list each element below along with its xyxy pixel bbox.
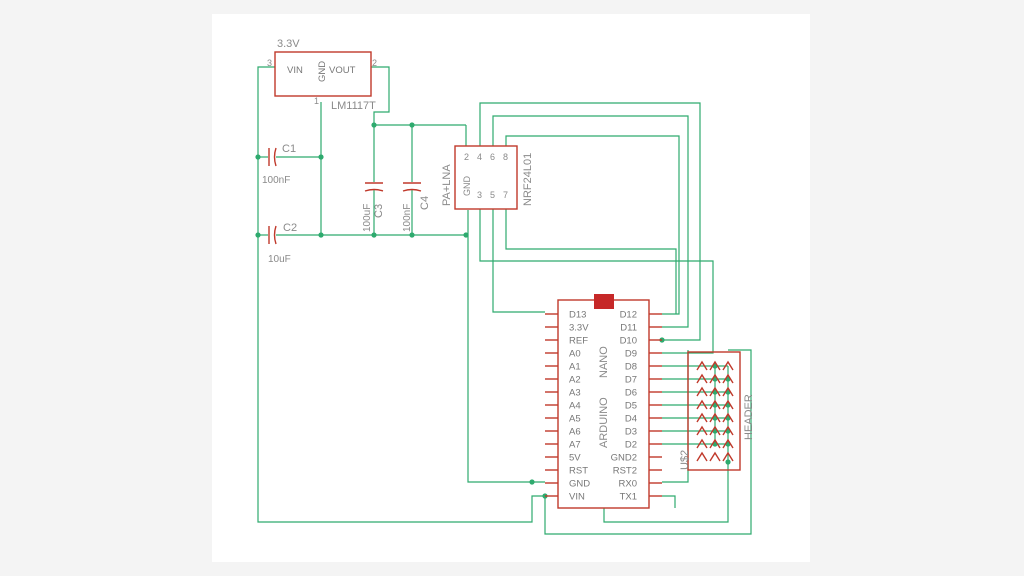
right-pin-label: GND2 (611, 453, 637, 464)
nrf-name: NRF24L01 (522, 153, 534, 206)
header-pin-chevron (709, 360, 721, 371)
header-pin-chevron (709, 386, 721, 397)
right-pin-label: D10 (620, 336, 637, 347)
right-pin-label: D4 (625, 414, 637, 425)
regulator-pin-out: 2 (372, 58, 377, 68)
nrf-pin-2: 2 (464, 152, 469, 162)
left-pin-label: REF (569, 336, 588, 347)
header-pin-chevron (709, 373, 721, 384)
header-pin-chevron (722, 373, 734, 384)
capacitor-c3: C3 100uF (362, 182, 385, 232)
regulator-vout-label: VOUT (329, 65, 356, 76)
left-pin-label: A7 (569, 440, 581, 451)
regulator-gnd-label: GND (317, 61, 328, 82)
net-wires (257, 66, 752, 535)
nrf-pin-3: 3 (477, 190, 482, 200)
header-name: U$2 (679, 450, 691, 470)
header-pin-chevron (696, 373, 708, 384)
right-pin-label: D9 (625, 349, 637, 360)
left-pin-label: GND (569, 479, 590, 490)
arduino-name: ARDUINO (598, 397, 610, 448)
right-pin-label: D8 (625, 362, 637, 373)
left-pin-label: A3 (569, 388, 581, 399)
c4-name: C4 (419, 196, 431, 210)
header-chevrons (696, 360, 734, 462)
arduino-variant: NANO (598, 346, 610, 378)
header-pin-chevron (709, 412, 721, 423)
nrf-pin-8: 8 (503, 152, 508, 162)
nrf-pin-4: 4 (477, 152, 482, 162)
header-pin-chevron (722, 438, 734, 449)
left-pin-label: A0 (569, 349, 581, 360)
right-pin-label: D2 (625, 440, 637, 451)
regulator-pin-gnd: 1 (314, 96, 319, 106)
header-pin-chevron (722, 386, 734, 397)
regulator-value: 3.3V (277, 38, 300, 50)
left-pin-label: VIN (569, 492, 585, 503)
left-pin-label: 3.3V (569, 323, 589, 334)
c4-value: 100nF (402, 204, 413, 232)
regulator-pin-in: 3 (267, 58, 272, 68)
right-pin-label: D12 (620, 310, 637, 321)
c2-value: 10uF (268, 254, 291, 265)
header-pin-chevron (696, 425, 708, 436)
right-pin-label: D3 (625, 427, 637, 438)
left-pin-label: A6 (569, 427, 581, 438)
c1-value: 100nF (262, 175, 290, 186)
header-pin-chevron (696, 360, 708, 371)
right-pin-label: RX0 (619, 479, 637, 490)
capacitor-c4: C4 100nF (402, 182, 431, 232)
header-pin-chevron (696, 386, 708, 397)
c1-name: C1 (282, 143, 296, 155)
header-pin-chevron (696, 399, 708, 410)
c3-name: C3 (373, 204, 385, 218)
right-pin-label: RST2 (613, 466, 637, 477)
right-pin-label: D11 (620, 323, 637, 334)
header-label: HEADER (743, 394, 755, 440)
nrf-pin-5: 5 (490, 190, 495, 200)
right-pin-label: D7 (625, 375, 637, 386)
left-pin-label: D13 (569, 310, 586, 321)
nrf24l01-module: 2 4 6 8 3 5 7 GND PA+LNA NRF24L01 (441, 145, 534, 210)
nrf-pin-6: 6 (490, 152, 495, 162)
header-pin-chevron (722, 399, 734, 410)
header-pin-chevron (709, 438, 721, 449)
pin-header: U$2 HEADER (679, 351, 755, 471)
c2-name: C2 (283, 222, 297, 234)
nrf-variant: PA+LNA (441, 164, 453, 206)
regulator-name: LM1117T (331, 100, 376, 112)
header-pin-chevron (722, 412, 734, 423)
header-pin-chevron (696, 451, 708, 462)
capacitor-c1: C1 100nF (262, 143, 296, 186)
header-pin-chevron (722, 360, 734, 371)
usb-connector (594, 294, 614, 309)
left-pin-label: RST (569, 466, 588, 477)
voltage-regulator: 3.3V VIN VOUT GND 3 2 1 LM1117T (267, 38, 377, 112)
left-pin-label: A4 (569, 401, 581, 412)
header-pin-chevron (709, 451, 721, 462)
left-pin-label: A5 (569, 414, 581, 425)
header-pin-chevron (722, 425, 734, 436)
header-pin-chevron (709, 425, 721, 436)
right-pin-label: D5 (625, 401, 637, 412)
left-pin-label: 5V (569, 453, 581, 464)
c3-value: 100uF (362, 204, 373, 232)
left-pin-label: A2 (569, 375, 581, 386)
header-pin-chevron (696, 438, 708, 449)
regulator-vin-label: VIN (287, 65, 303, 76)
header-pin-chevron (722, 451, 734, 462)
right-pin-label: D6 (625, 388, 637, 399)
nrf-pin-7: 7 (503, 190, 508, 200)
capacitor-c2: C2 10uF (268, 222, 297, 265)
left-pin-label: A1 (569, 362, 581, 373)
header-pin-chevron (696, 412, 708, 423)
right-pin-label: TX1 (620, 492, 637, 503)
nrf-gnd-label: GND (462, 176, 472, 197)
header-pin-chevron (709, 399, 721, 410)
